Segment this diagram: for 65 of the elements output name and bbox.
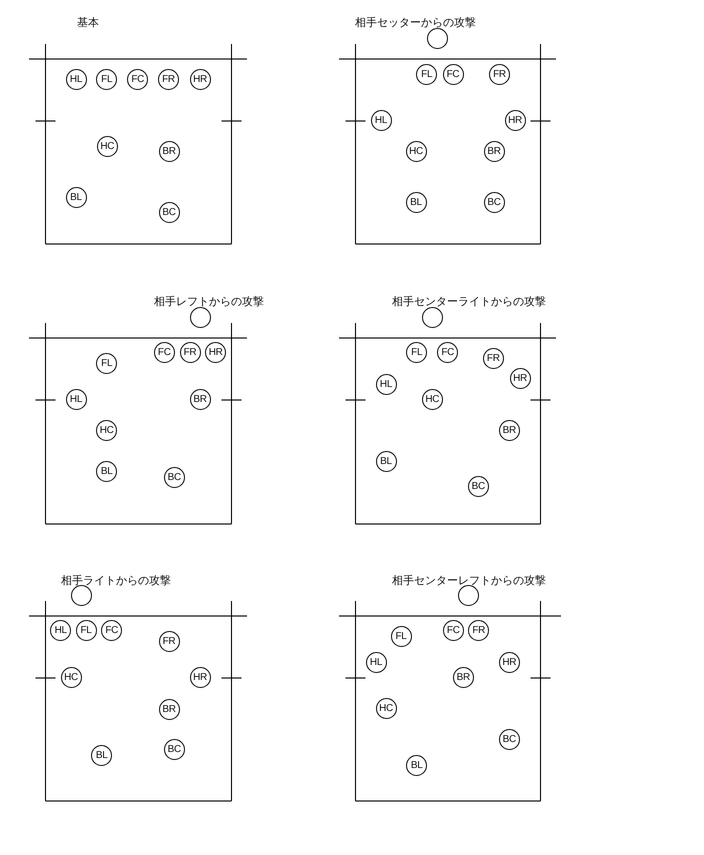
position-marker: BC: [158, 202, 180, 224]
opponent-marker: [422, 306, 443, 328]
position-marker: BR: [158, 698, 180, 720]
opponent-marker: [190, 306, 210, 328]
position-marker: HL: [376, 374, 396, 395]
position-marker: BC: [498, 728, 520, 750]
court-title: 相手セッターからの攻撃: [355, 16, 476, 30]
position-marker: BC: [468, 476, 489, 498]
position-marker: BR: [190, 388, 210, 410]
position-marker: HR: [190, 68, 210, 90]
position-marker: FC: [101, 620, 122, 642]
position-marker: HL: [66, 68, 86, 90]
position-marker: FR: [158, 630, 180, 652]
position-marker: BR: [452, 666, 474, 688]
position-marker: FR: [482, 348, 504, 369]
position-marker: HC: [406, 141, 426, 162]
position-marker: FR: [468, 620, 490, 642]
position-marker: FL: [96, 68, 118, 90]
position-marker: BC: [164, 739, 185, 760]
position-marker: HR: [510, 368, 530, 389]
position-marker: HL: [66, 388, 86, 410]
position-marker: HL: [370, 110, 392, 130]
position-marker: BL: [376, 450, 396, 472]
court-title: 相手レフトからの攻撃: [154, 295, 264, 309]
position-marker: HC: [96, 420, 118, 440]
position-marker: FC: [154, 342, 175, 364]
position-marker: FL: [390, 626, 412, 647]
position-marker: HR: [190, 666, 210, 688]
position-marker: FR: [180, 342, 200, 364]
position-marker: BR: [498, 420, 520, 440]
court-title: 基本: [77, 16, 99, 30]
position-marker: FC: [437, 342, 458, 364]
position-marker: HC: [60, 666, 82, 688]
position-marker: FL: [96, 352, 118, 374]
position-marker: HC: [422, 388, 443, 410]
opponent-marker: [426, 28, 448, 49]
position-marker: BC: [164, 466, 185, 488]
position-marker: BL: [406, 754, 428, 776]
position-marker: HL: [50, 620, 72, 642]
court-title: 相手センターライトからの攻撃: [392, 295, 546, 309]
opponent-marker: [70, 584, 92, 606]
position-marker: BL: [406, 192, 426, 214]
position-marker: FC: [442, 620, 464, 642]
position-marker: BR: [484, 141, 504, 162]
position-marker: BL: [66, 187, 86, 208]
position-marker: FR: [489, 64, 510, 85]
position-marker: BR: [158, 141, 180, 162]
position-marker: BL: [96, 460, 118, 482]
position-marker: HR: [205, 342, 226, 364]
position-marker: FL: [76, 620, 96, 642]
position-marker: HR: [504, 110, 526, 130]
position-marker: HC: [376, 698, 396, 718]
position-marker: HC: [96, 136, 118, 158]
position-marker: FR: [158, 68, 179, 90]
position-marker: FL: [406, 342, 428, 364]
position-marker: FC: [442, 64, 464, 85]
position-marker: BL: [91, 744, 112, 766]
court-title: 相手ライトからの攻撃: [61, 574, 171, 588]
position-marker: HL: [366, 652, 386, 673]
position-marker: HR: [498, 652, 520, 673]
position-marker: BC: [484, 192, 504, 214]
opponent-marker: [458, 584, 479, 606]
position-marker: FC: [127, 68, 148, 90]
position-marker: FL: [416, 64, 438, 85]
court-title: 相手センターレフトからの攻撃: [392, 574, 546, 588]
